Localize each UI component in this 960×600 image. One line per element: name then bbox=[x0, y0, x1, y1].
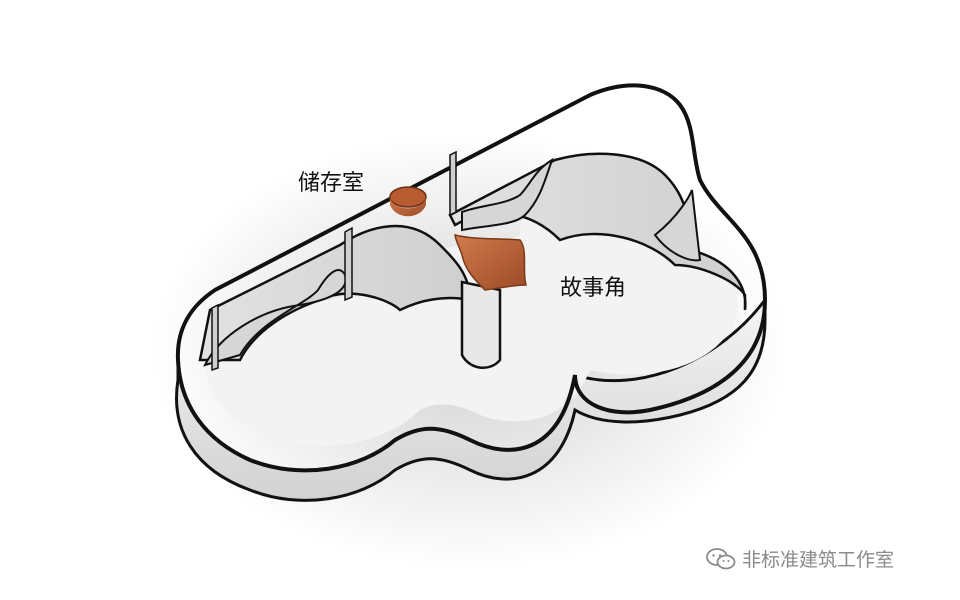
storage-pod-body bbox=[390, 197, 426, 217]
outer-wall-top-outline bbox=[175, 83, 768, 473]
storage-room-label: 储存室 bbox=[298, 171, 365, 196]
story-corner-surface bbox=[454, 234, 527, 291]
watermark-text: 非标准建筑工作室 bbox=[742, 549, 895, 571]
wall-panel-left bbox=[344, 226, 353, 302]
wall-panel-right bbox=[449, 150, 457, 217]
central-pillar bbox=[460, 280, 502, 369]
wechat-icon bbox=[706, 547, 736, 569]
story-corner-label: 故事角 bbox=[560, 276, 627, 301]
watermark: 非标准建筑工作室 bbox=[706, 545, 894, 572]
right-room-curved-edge bbox=[461, 157, 554, 232]
storage-pod-top bbox=[389, 186, 427, 208]
right-room-side-fin bbox=[653, 189, 702, 262]
wall-panel-mid bbox=[211, 303, 219, 372]
